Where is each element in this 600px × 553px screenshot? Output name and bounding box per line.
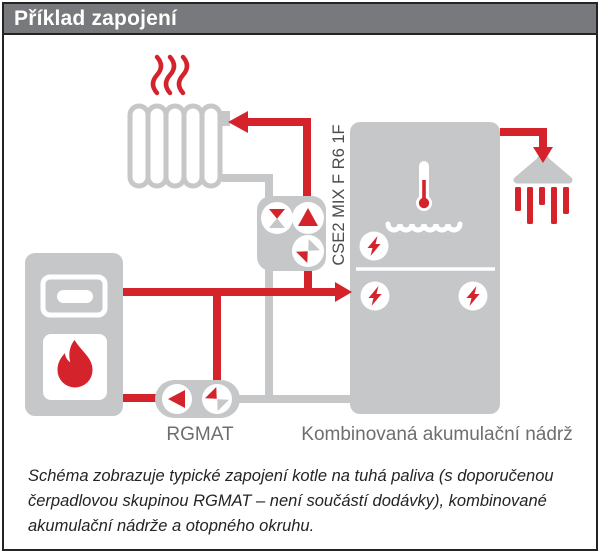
arrow-to-shower (533, 147, 553, 163)
mixing-valve-icon (295, 238, 321, 264)
caption-line-2: čerpadlovou skupinou RGMAT – není součás… (28, 492, 547, 510)
caption-line-1: Schéma zobrazuje typické zapojení kotle … (28, 467, 554, 485)
pump-group-rgmat (155, 380, 240, 418)
electric-heater-icon (458, 281, 488, 311)
arrow-to-radiator (228, 111, 248, 133)
boiler-display (40, 274, 108, 318)
arrow-to-tank (335, 282, 352, 302)
page-title: Příklad zapojení (14, 6, 178, 30)
red-supply-pipes (123, 118, 547, 402)
pump-icon (298, 208, 318, 226)
tank-label: Kombinovaná akumulační nádrž (301, 424, 572, 445)
electric-heater-icon (359, 231, 389, 261)
dhw-coil-icon (385, 221, 463, 233)
caption-line-3: akumulační nádrže a otopného okruhu. (28, 517, 315, 535)
flame-icon (57, 340, 93, 388)
accumulation-tank (350, 122, 500, 414)
check-valve-icon (269, 209, 285, 228)
rgmat-label: RGMAT (166, 424, 234, 445)
water-streams-icon (515, 187, 569, 224)
flow-arrows (228, 111, 553, 302)
radiator (127, 103, 230, 189)
heat-waves-icon (150, 54, 190, 96)
thermometer-icon (416, 161, 432, 211)
pump-group-label: CSE2 MIX F R6 1F (330, 124, 348, 265)
title-bar: Příklad zapojení (4, 4, 596, 35)
pump-group-cse2 (257, 196, 326, 271)
rgmat-pump-icon (168, 390, 185, 408)
electric-heater-icon (360, 281, 390, 311)
solid-fuel-boiler (25, 253, 123, 416)
caption: Schéma zobrazuje typické zapojení kotle … (28, 464, 554, 539)
rgmat-mixing-valve-icon (204, 386, 230, 412)
gray-return-pipes (222, 174, 352, 403)
